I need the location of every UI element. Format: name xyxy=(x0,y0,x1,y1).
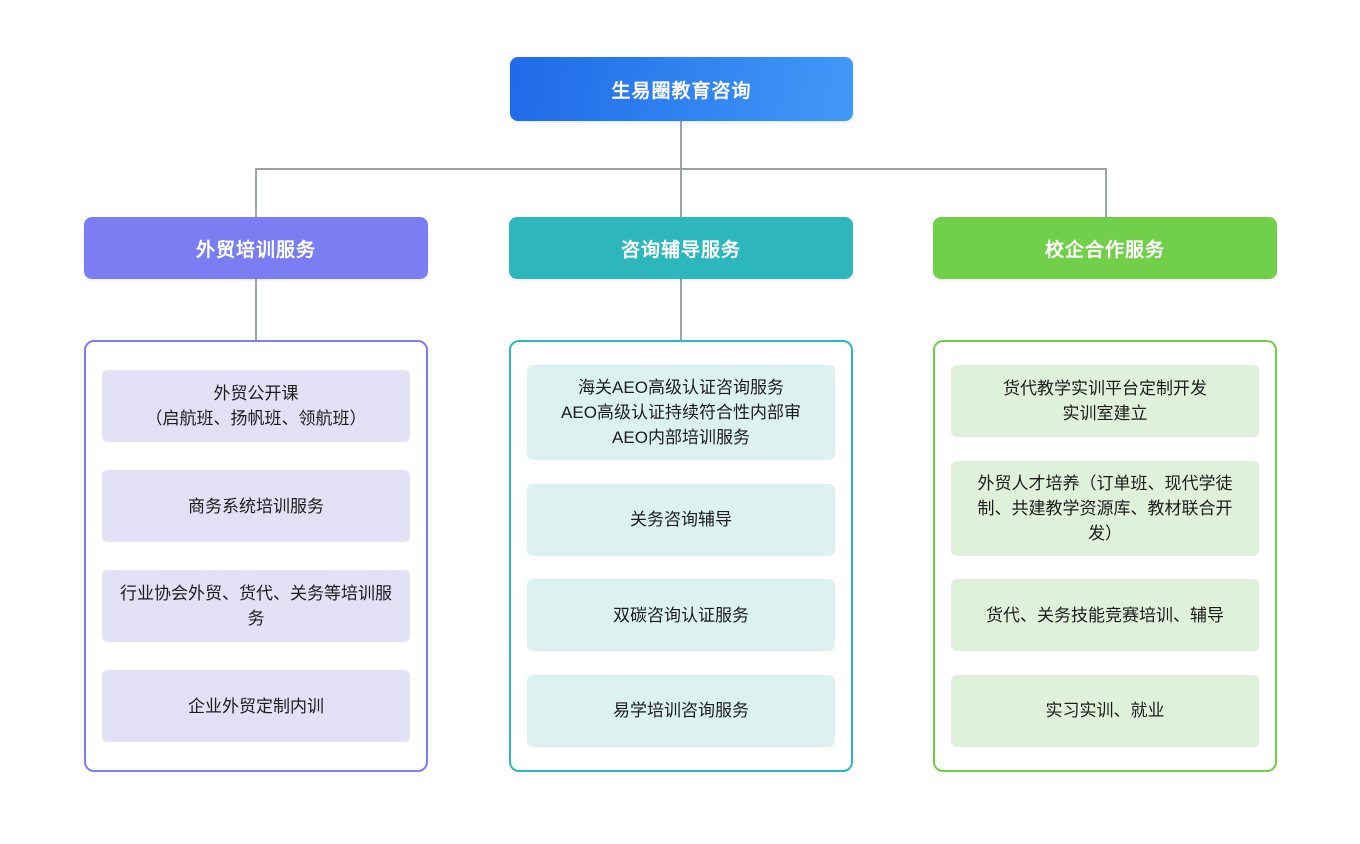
service-item: 实习实训、就业 xyxy=(951,674,1259,747)
service-item: 关务咨询辅导 xyxy=(527,483,835,556)
branch-header: 校企合作服务 xyxy=(933,217,1277,279)
branch-header: 咨询辅导服务 xyxy=(509,217,853,279)
branch-items-panel: 海关AEO高级认证咨询服务 AEO高级认证持续符合性内部审 AEO内部培训服务 … xyxy=(509,340,853,772)
service-item: 货代、关务技能竞赛培训、辅导 xyxy=(951,579,1259,652)
branch-foreign-trade-training: 外贸培训服务 外贸公开课 （启航班、扬帆班、领航班） 商务系统培训服务 行业协会… xyxy=(84,217,428,772)
branch-items-panel: 外贸公开课 （启航班、扬帆班、领航班） 商务系统培训服务 行业协会外贸、货代、关… xyxy=(84,340,428,772)
service-item: 海关AEO高级认证咨询服务 AEO高级认证持续符合性内部审 AEO内部培训服务 xyxy=(527,365,835,461)
connector-root-stem xyxy=(680,121,682,169)
connector-drop-branch-3 xyxy=(1105,168,1107,217)
connector-header-panel-1 xyxy=(255,279,257,341)
connector-drop-branch-1 xyxy=(255,168,257,217)
service-item: 易学培训咨询服务 xyxy=(527,674,835,747)
service-item: 双碳咨询认证服务 xyxy=(527,579,835,652)
service-item: 外贸人才培养（订单班、现代学徒制、共建教学资源库、教材联合开发） xyxy=(951,460,1259,556)
service-item: 商务系统培训服务 xyxy=(102,470,410,542)
service-item: 货代教学实训平台定制开发 实训室建立 xyxy=(951,365,1259,438)
branch-school-enterprise-cooperation: 校企合作服务 货代教学实训平台定制开发 实训室建立 外贸人才培养（订单班、现代学… xyxy=(933,217,1277,772)
branch-header: 外贸培训服务 xyxy=(84,217,428,279)
root-node: 生易圈教育咨询 xyxy=(510,57,853,121)
service-item: 行业协会外贸、货代、关务等培训服务 xyxy=(102,570,410,642)
connector-drop-branch-2 xyxy=(680,168,682,217)
branch-consulting-coaching: 咨询辅导服务 海关AEO高级认证咨询服务 AEO高级认证持续符合性内部审 AEO… xyxy=(509,217,853,772)
connector-header-panel-2 xyxy=(680,279,682,341)
branch-items-panel: 货代教学实训平台定制开发 实训室建立 外贸人才培养（订单班、现代学徒制、共建教学… xyxy=(933,340,1277,772)
service-item: 外贸公开课 （启航班、扬帆班、领航班） xyxy=(102,370,410,442)
service-item: 企业外贸定制内训 xyxy=(102,670,410,742)
